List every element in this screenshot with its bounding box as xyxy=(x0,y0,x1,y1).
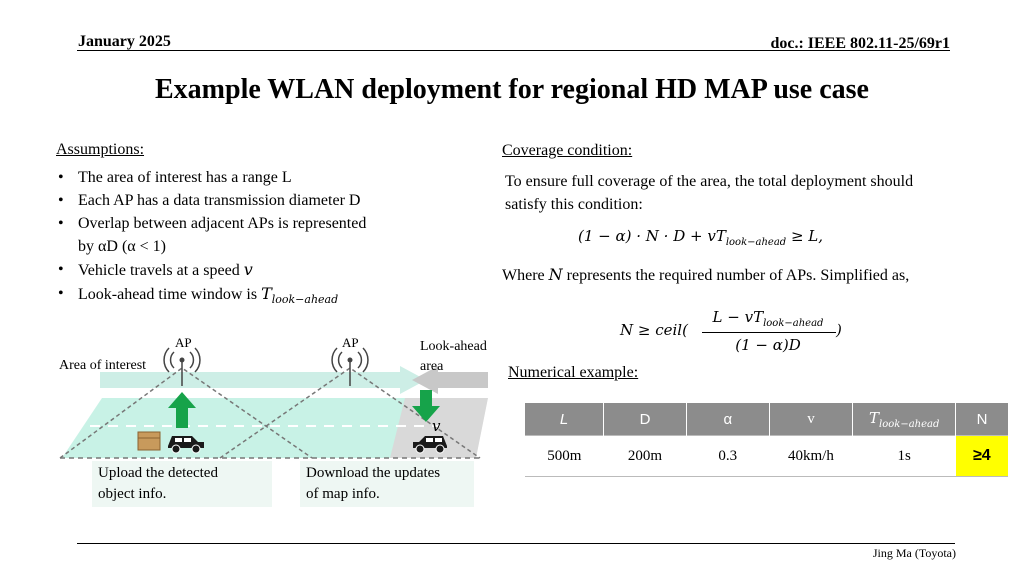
coverage-band xyxy=(62,398,432,458)
wifi-antenna-icon xyxy=(163,347,201,386)
lookahead-arrow xyxy=(412,366,488,394)
area-of-interest-label: Area of interest xyxy=(59,358,147,373)
formula-numerator: L − vTlook−ahead xyxy=(712,308,824,329)
numerical-table: L D α v Tlook−ahead N 500m 200m 0.3 40km… xyxy=(525,403,1008,477)
formula-lhs: N ≥ ceil( xyxy=(620,321,688,339)
footer-divider xyxy=(77,543,955,544)
coverage-text: To ensure full coverage of the area, the… xyxy=(505,173,914,213)
car-icon xyxy=(413,436,447,454)
deployment-diagram xyxy=(59,347,488,459)
cell-d: 200m xyxy=(603,435,687,477)
ap1-coverage-cone xyxy=(59,367,313,459)
assumption-item: Each AP has a data transmission diameter… xyxy=(56,189,456,212)
header-date: January 2025 xyxy=(78,33,171,50)
formula-denominator: (1 − α)D xyxy=(735,336,801,354)
cell-alpha: 0.3 xyxy=(686,435,770,477)
col-header-t: Tlook−ahead xyxy=(852,403,957,436)
assumption-item: Overlap between adjacent APs is represen… xyxy=(56,212,456,258)
header-divider xyxy=(77,50,950,51)
package-icon xyxy=(137,431,161,451)
assumptions-heading: Assumptions: xyxy=(56,141,145,158)
coverage-heading: Coverage condition: xyxy=(502,142,633,159)
cell-n-result: ≥4 xyxy=(955,435,1008,477)
col-header-n: N xyxy=(955,403,1008,436)
travel-direction-arrow xyxy=(100,366,426,394)
table-row: 500m 200m 0.3 40km/h 1s ≥4 xyxy=(525,435,1008,477)
numerical-heading: Numerical example: xyxy=(508,364,639,381)
speed-symbol: v xyxy=(432,417,441,435)
ap-label-2: AP xyxy=(342,335,359,350)
cell-v: 40km/h xyxy=(769,435,853,477)
car-icon xyxy=(168,436,204,454)
col-header-l: L xyxy=(525,403,605,436)
where-text: Where N represents the required number o… xyxy=(502,265,910,284)
down-arrow-icon xyxy=(412,390,440,422)
slide-title: Example WLAN deployment for regional HD … xyxy=(155,74,869,105)
up-arrow-icon xyxy=(168,392,196,428)
fraction-bar xyxy=(702,332,836,333)
assumption-item: Vehicle travels at a speed v xyxy=(56,258,456,282)
ap-label-1: AP xyxy=(175,335,192,350)
cell-t: 1s xyxy=(852,435,956,477)
table-header-row: L D α v Tlook−ahead N xyxy=(525,403,1008,436)
footer-author: Jing Ma (Toyota) xyxy=(872,546,956,560)
col-header-alpha: α xyxy=(686,403,770,436)
assumption-item: The area of interest has a range L xyxy=(56,166,456,189)
header-doc-id: doc.: IEEE 802.11-25/69r1 xyxy=(770,35,950,52)
coverage-equation: (1 − α) · N · D + vTlook−ahead ≥ L, xyxy=(578,227,824,248)
formula-close: ) xyxy=(836,321,842,339)
col-header-d: D xyxy=(603,403,687,436)
ap2-coverage-cone xyxy=(219,367,481,459)
assumptions-list: The area of interest has a range L Each … xyxy=(56,166,456,311)
cell-l: 500m xyxy=(525,435,604,477)
assumption-item: Look-ahead time window is Tlook−ahead xyxy=(56,282,456,311)
wifi-antenna-icon xyxy=(331,347,369,386)
col-header-v: v xyxy=(769,403,854,436)
